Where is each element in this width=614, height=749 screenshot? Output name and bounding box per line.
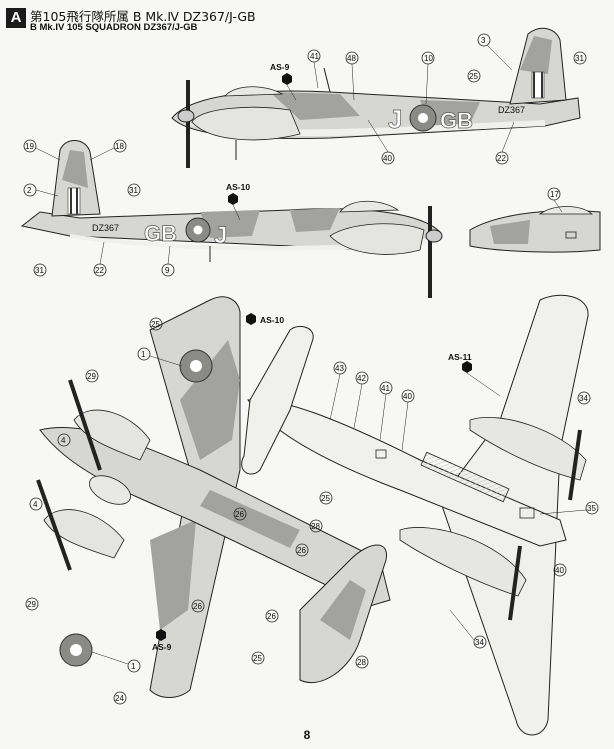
svg-text:31: 31 (35, 266, 44, 275)
svg-text:40: 40 (383, 154, 392, 163)
svg-text:10: 10 (424, 54, 433, 63)
svg-text:4: 4 (33, 500, 38, 509)
title-english: B Mk.IV 105 SQUADRON DZ367/J-GB (30, 22, 198, 33)
canopy-detail-view: 17 (469, 187, 601, 253)
svg-text:25: 25 (151, 320, 160, 329)
code-letters-gb-left: GB (144, 221, 177, 246)
serial-marking-left: DZ367 (92, 223, 119, 233)
svg-text:34: 34 (579, 394, 588, 403)
svg-text:31: 31 (129, 186, 138, 195)
svg-text:26: 26 (267, 612, 276, 621)
svg-text:24: 24 (115, 694, 124, 703)
decal-ref-as9-plan: AS-9 (152, 642, 172, 652)
svg-text:3: 3 (481, 36, 486, 45)
svg-text:28: 28 (357, 658, 366, 667)
svg-text:2: 2 (27, 186, 32, 195)
svg-text:41: 41 (310, 52, 319, 61)
svg-text:1: 1 (141, 350, 146, 359)
svg-text:9: 9 (165, 266, 170, 275)
svg-text:17: 17 (550, 190, 559, 199)
svg-text:41: 41 (381, 384, 390, 393)
svg-text:26: 26 (193, 602, 202, 611)
svg-text:22: 22 (95, 266, 104, 275)
svg-text:40: 40 (403, 392, 412, 401)
svg-text:42: 42 (357, 374, 366, 383)
callouts-side-left: 19 18 2 31 31 22 9 AS-10 (23, 139, 250, 277)
svg-text:25: 25 (469, 72, 478, 81)
svg-text:26: 26 (297, 546, 306, 555)
callouts-side-right: 41 48 10 3 25 31 40 22 AS-9 (270, 33, 587, 165)
svg-text:18: 18 (115, 142, 124, 151)
code-letter-j-left: J (214, 222, 227, 249)
svg-text:1: 1 (131, 662, 136, 671)
step-letter-badge: A (6, 8, 26, 28)
side-view-left: GB J DZ367 (20, 140, 443, 298)
decal-ref-as10-top: AS-10 (260, 315, 284, 325)
svg-text:26: 26 (235, 510, 244, 519)
svg-text:40: 40 (555, 566, 564, 575)
svg-text:34: 34 (475, 638, 484, 647)
svg-text:28: 28 (311, 522, 320, 531)
side-view-right: J GB DZ367 (171, 27, 581, 168)
decal-ref-as10-side: AS-10 (226, 182, 250, 192)
underside-view (241, 294, 589, 736)
svg-text:48: 48 (347, 54, 356, 63)
code-letters-gb: GB (440, 108, 473, 133)
svg-text:43: 43 (335, 364, 344, 373)
svg-text:19: 19 (25, 142, 34, 151)
callouts-underside: 43 42 41 40 34 35 40 34 AS-11 (329, 352, 599, 649)
svg-text:29: 29 (27, 600, 36, 609)
svg-text:25: 25 (321, 494, 330, 503)
title-japanese: 第105飛行隊所属 B Mk.Ⅳ DZ367/J-GB (30, 9, 256, 24)
svg-text:35: 35 (587, 504, 596, 513)
page-number: 8 (303, 728, 311, 742)
code-letter-j: J (388, 104, 402, 134)
top-view-plan (36, 296, 391, 698)
decal-ref-as11: AS-11 (448, 352, 472, 362)
svg-text:22: 22 (497, 154, 506, 163)
svg-text:25: 25 (253, 654, 262, 663)
serial-marking: DZ367 (498, 105, 525, 115)
callouts-top-view: 25 1 29 4 4 29 26 26 1 24 25 28 26 26 25… (25, 313, 369, 705)
svg-text:4: 4 (61, 436, 66, 445)
decal-ref-as9-top: AS-9 (270, 62, 290, 72)
svg-text:31: 31 (575, 54, 584, 63)
svg-text:29: 29 (87, 372, 96, 381)
